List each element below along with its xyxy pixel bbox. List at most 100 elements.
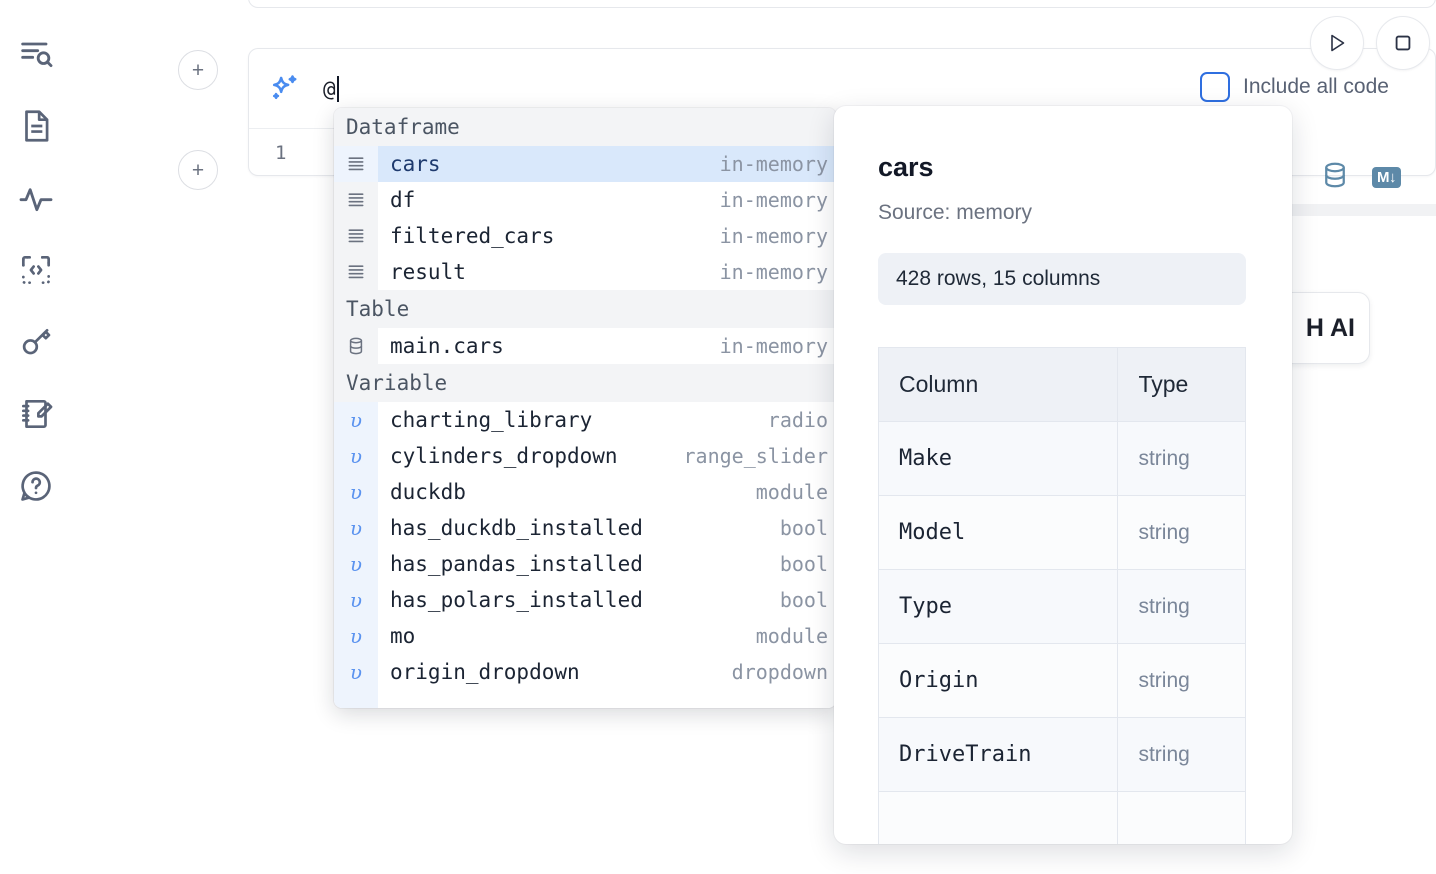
autocomplete-section-header: Variable: [334, 364, 836, 402]
detail-shape-badge: 428 rows, 15 columns: [878, 253, 1246, 305]
database-icon[interactable]: [1320, 160, 1350, 195]
autocomplete-item-body: df in-memory: [378, 182, 836, 218]
column-name-cell: DriveTrain: [877, 717, 1119, 792]
autocomplete-item-type: radio: [767, 408, 828, 432]
autocomplete-item-body: mo module: [378, 618, 836, 654]
markdown-icon[interactable]: M↓: [1372, 167, 1401, 188]
variable-icon: υ: [334, 654, 378, 690]
autocomplete-item-body: charting_library radio: [378, 402, 836, 438]
autocomplete-item-type: dropdown: [731, 660, 828, 684]
sidebar-item-search-outline[interactable]: [8, 18, 64, 90]
add-cell-button-bottom[interactable]: +: [178, 150, 218, 190]
run-button[interactable]: [1310, 16, 1364, 70]
ai-pill-label: H AI: [1305, 313, 1355, 342]
column-name-cell: Model: [877, 495, 1119, 570]
autocomplete-item-type: in-memory: [719, 188, 828, 212]
sidebar-item-secrets[interactable]: [8, 306, 64, 378]
database-icon: [334, 328, 378, 364]
detail-title: cars: [878, 152, 934, 182]
autocomplete-item-type: in-memory: [719, 152, 828, 176]
table-row: [877, 791, 1246, 844]
variable-icon: υ: [334, 474, 378, 510]
autocomplete-section-header: Table: [334, 290, 836, 328]
sidebar-item-scratchpad[interactable]: [8, 378, 64, 450]
code-line-row[interactable]: 1: [249, 129, 1171, 177]
autocomplete-item-name: mo: [390, 624, 416, 648]
variable-icon: υ: [334, 402, 378, 438]
previous-cell-edge: [248, 0, 1436, 8]
add-cell-button-top[interactable]: +: [178, 50, 218, 90]
autocomplete-item-name: df: [390, 188, 416, 212]
completion-detail-panel: cars Source: memory 428 rows, 15 columns…: [834, 106, 1292, 844]
notebook-edit-icon: [17, 395, 55, 433]
autocomplete-item[interactable]: df in-memory: [334, 182, 836, 218]
autocomplete-item-body: filtered_cars in-memory: [378, 218, 836, 254]
sidebar-item-snippets[interactable]: [8, 234, 64, 306]
autocomplete-item-name: result: [390, 260, 466, 284]
sidebar-item-help[interactable]: [8, 450, 64, 522]
cell-toolbar: M↓: [1320, 160, 1401, 195]
autocomplete-item-name: cylinders_dropdown: [390, 444, 618, 468]
variable-icon: υ: [334, 510, 378, 546]
ai-suggestion-pill[interactable]: H AI: [1280, 292, 1370, 364]
sidebar: [0, 0, 72, 874]
activity-pulse-icon: [16, 178, 56, 218]
autocomplete-item-type: bool: [779, 552, 828, 576]
variable-icon: υ: [334, 582, 378, 618]
code-snippet-icon: [17, 251, 55, 289]
autocomplete-item-name: duckdb: [390, 480, 466, 504]
autocomplete-item[interactable]: [334, 690, 836, 708]
autocomplete-item-type: module: [755, 624, 828, 648]
column-type-cell: string: [1117, 569, 1246, 644]
help-chat-icon: [17, 467, 55, 505]
include-all-code-row[interactable]: Include all code: [1200, 72, 1389, 102]
autocomplete-item[interactable]: filtered_cars in-memory: [334, 218, 836, 254]
autocomplete-item-type: in-memory: [719, 224, 828, 248]
include-all-code-label: Include all code: [1243, 75, 1389, 98]
column-type-cell: string: [1117, 421, 1246, 496]
column-name-cell: Make: [877, 421, 1119, 496]
dataframe-rows-icon: [334, 146, 378, 182]
detail-source: Source: memory: [878, 201, 1033, 224]
text-caret: [336, 75, 339, 102]
ai-prompt-input[interactable]: @: [323, 75, 339, 102]
line-number: 1: [275, 142, 287, 164]
sidebar-item-activity[interactable]: [8, 162, 64, 234]
dataframe-rows-icon: [334, 218, 378, 254]
autocomplete-item-name: charting_library: [390, 408, 593, 432]
autocomplete-item-body: [378, 690, 836, 708]
autocomplete-section-header: Dataframe: [334, 108, 836, 146]
include-all-code-checkbox[interactable]: [1200, 72, 1230, 102]
autocomplete-item-type: bool: [779, 588, 828, 612]
variable-icon: υ: [334, 438, 378, 474]
autocomplete-item-name: filtered_cars: [390, 224, 555, 248]
ai-prompt-value: @: [323, 76, 336, 101]
key-icon: [17, 323, 55, 361]
autocomplete-item[interactable]: υ charting_library radio: [334, 402, 836, 438]
sidebar-item-document[interactable]: [8, 90, 64, 162]
autocomplete-item-type: module: [755, 480, 828, 504]
variable-icon: υ: [334, 546, 378, 582]
stop-button[interactable]: [1376, 16, 1430, 70]
